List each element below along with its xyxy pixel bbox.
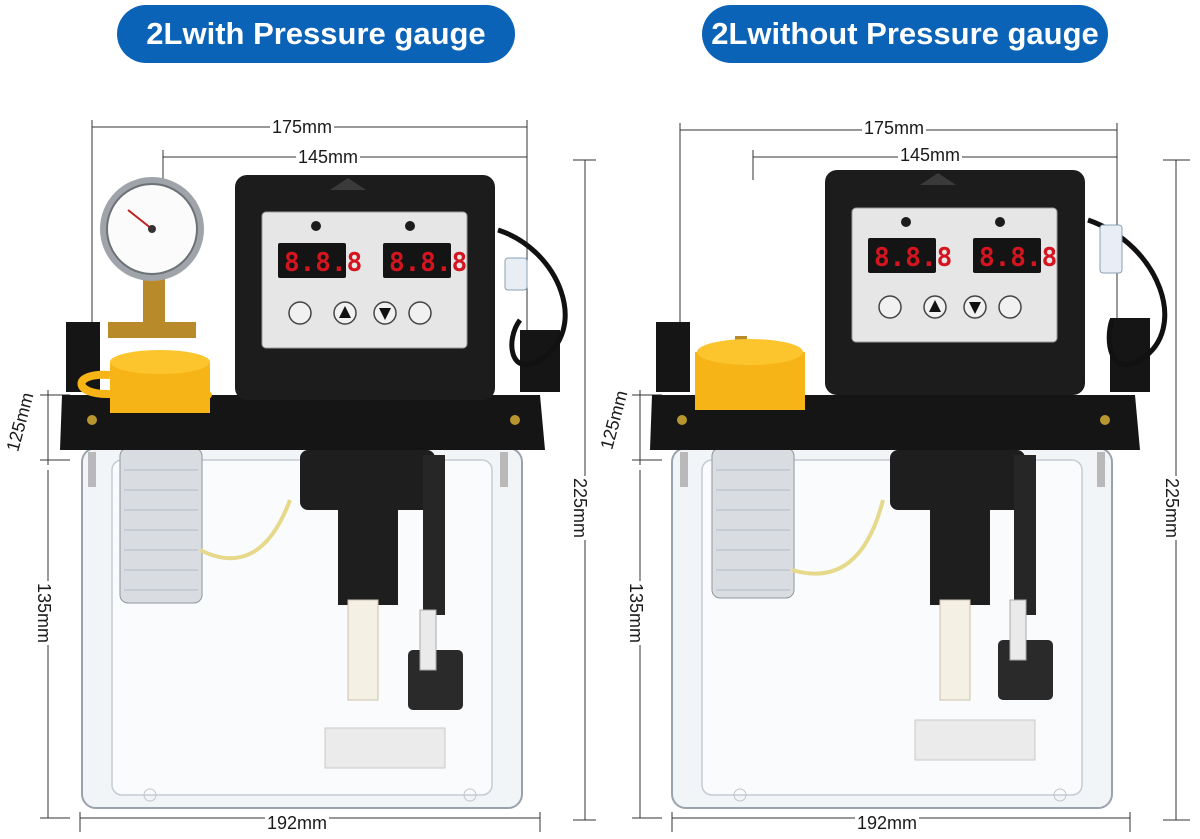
yellow-cap (77, 350, 212, 413)
pressure-gauge (100, 177, 204, 338)
pump-body: 8.8.8 8.8.8 (825, 170, 1168, 395)
base-width-label: 192mm (265, 813, 330, 833)
overall-width-label: 175mm (862, 118, 927, 138)
lubricator-illustration: 8.8.8 8.8.8 (40, 120, 596, 832)
lubricator-illustration: 8.8.8 8.8.8 (632, 123, 1190, 832)
base-width-label: 192mm (855, 813, 920, 833)
clear-tank (81, 447, 523, 809)
product-panel-with-gauge: 2Lwith Pressure gauge (2, 5, 596, 833)
svg-text:8.8.8: 8.8.8 (389, 248, 467, 278)
height-total-label: 225mm (570, 475, 591, 541)
title-pill: 2Lwithout Pressure gauge (702, 5, 1108, 63)
yellow-cap (695, 336, 805, 410)
title-pill: 2Lwith Pressure gauge (117, 5, 515, 63)
body-width-label: 145mm (898, 145, 963, 165)
height-total-label: 225mm (1162, 475, 1183, 541)
body-width-label: 145mm (296, 147, 361, 167)
height-tank-label: 135mm (626, 580, 647, 646)
height-tank-label: 135mm (34, 580, 55, 646)
svg-text:8.8.8: 8.8.8 (979, 243, 1057, 273)
overall-width-label: 175mm (270, 117, 335, 137)
clear-tank (671, 447, 1113, 809)
pump-body: 8.8.8 8.8.8 (235, 175, 568, 400)
svg-text:8.8.8: 8.8.8 (874, 243, 952, 273)
svg-text:8.8.8: 8.8.8 (284, 248, 362, 278)
product-panel-without-gauge: 2Lwithout Pressure gauge (596, 0, 1200, 839)
